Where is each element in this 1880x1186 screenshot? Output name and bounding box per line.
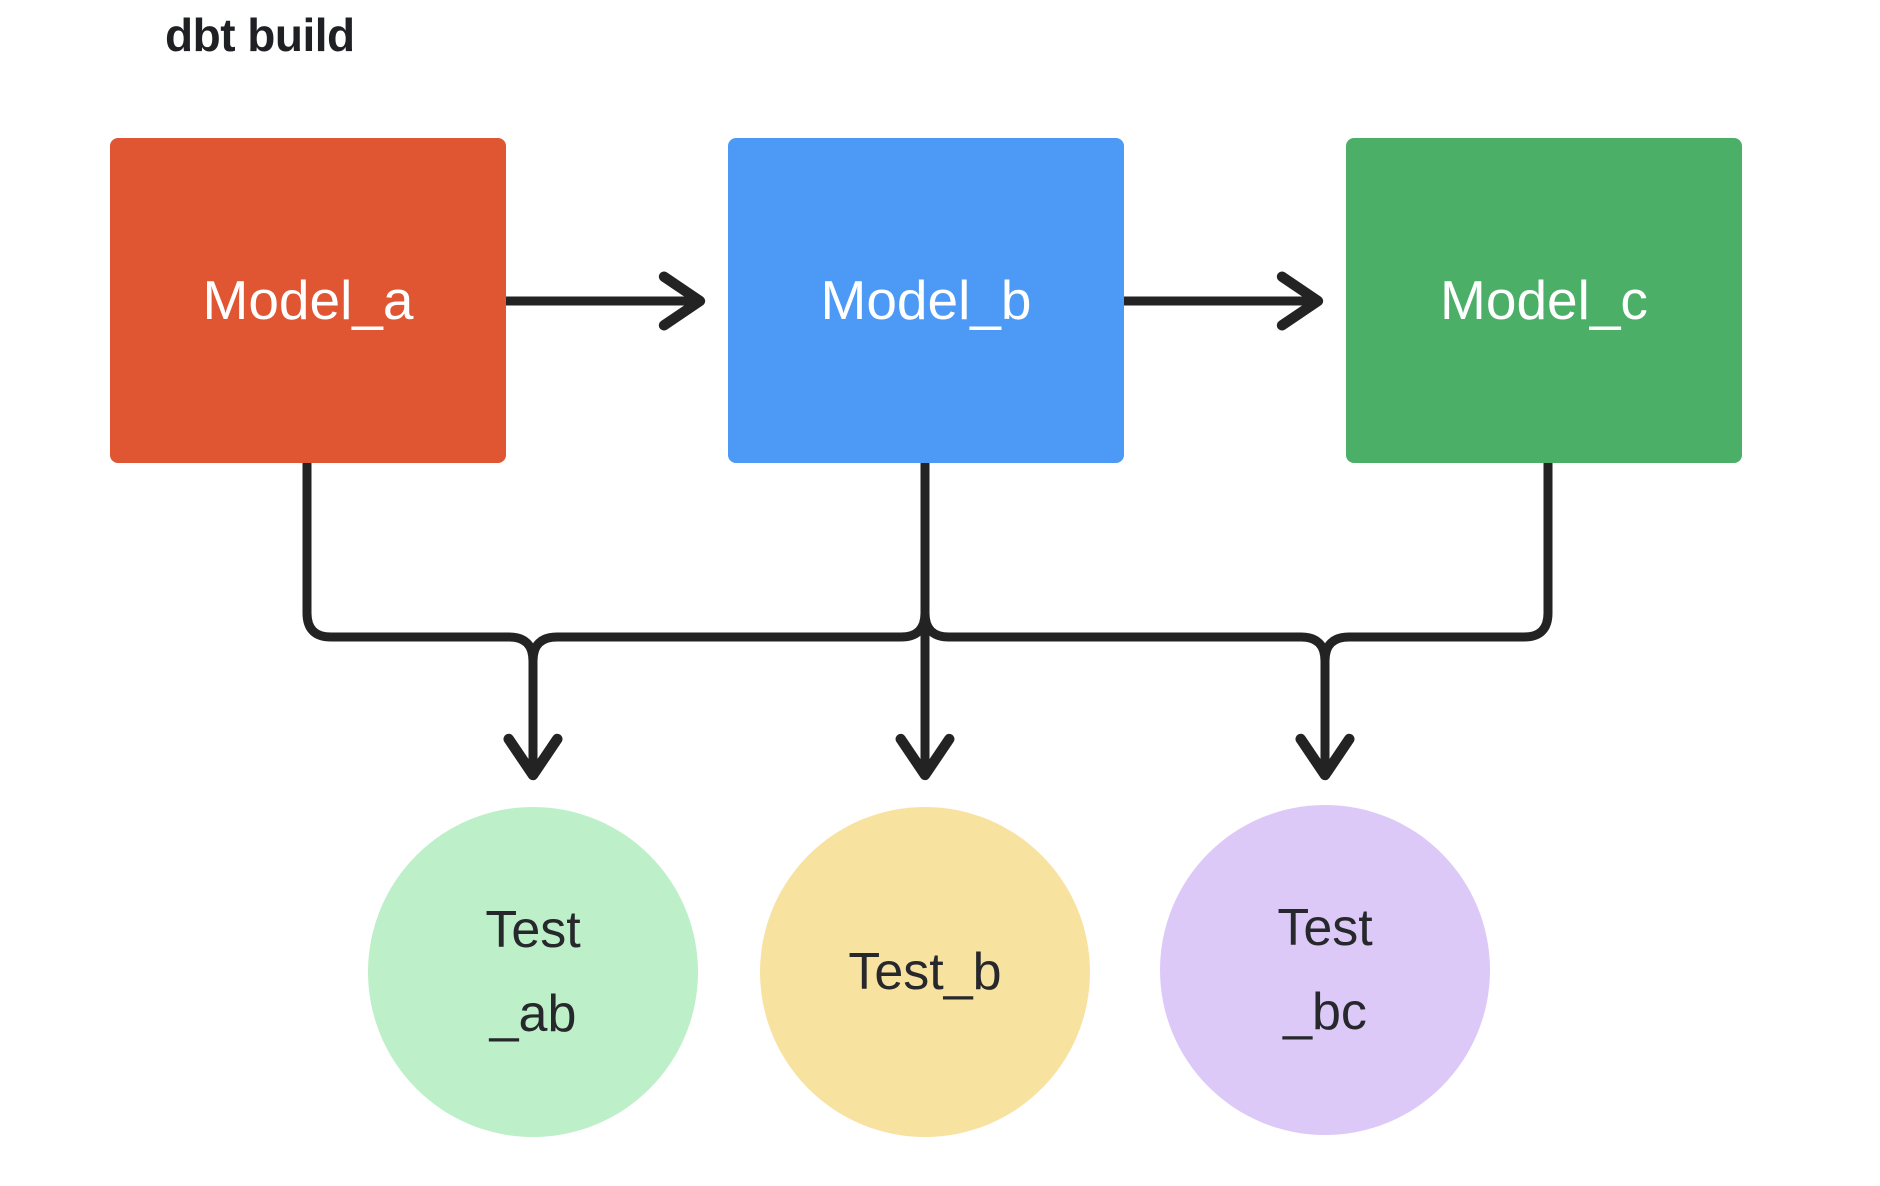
edge-model-b-to-test-ab xyxy=(503,458,930,781)
edge-model-b-to-test-bc xyxy=(920,458,1355,781)
node-model-b[interactable]: Model_b xyxy=(728,138,1124,463)
page-title: dbt build xyxy=(165,9,355,61)
node-model-c[interactable]: Model_c xyxy=(1346,138,1742,463)
node-test-b-label: Test_b xyxy=(848,943,1002,1001)
node-model-a[interactable]: Model_a xyxy=(110,138,506,463)
node-test-ab[interactable]: Test _ab xyxy=(368,807,698,1137)
node-model-a-label: Model_a xyxy=(202,269,414,331)
node-test-b[interactable]: Test_b xyxy=(760,807,1090,1137)
node-model-c-label: Model_c xyxy=(1440,269,1648,331)
edge-model-c-to-test-bc xyxy=(1295,458,1553,781)
node-test-bc[interactable]: Test _bc xyxy=(1160,805,1490,1135)
node-test-bc-label: Test _bc xyxy=(1277,898,1373,1041)
node-test-ab-label: Test _ab xyxy=(485,900,581,1043)
edge-model-a-to-test-ab xyxy=(302,458,563,781)
node-model-b-label: Model_b xyxy=(820,269,1032,331)
